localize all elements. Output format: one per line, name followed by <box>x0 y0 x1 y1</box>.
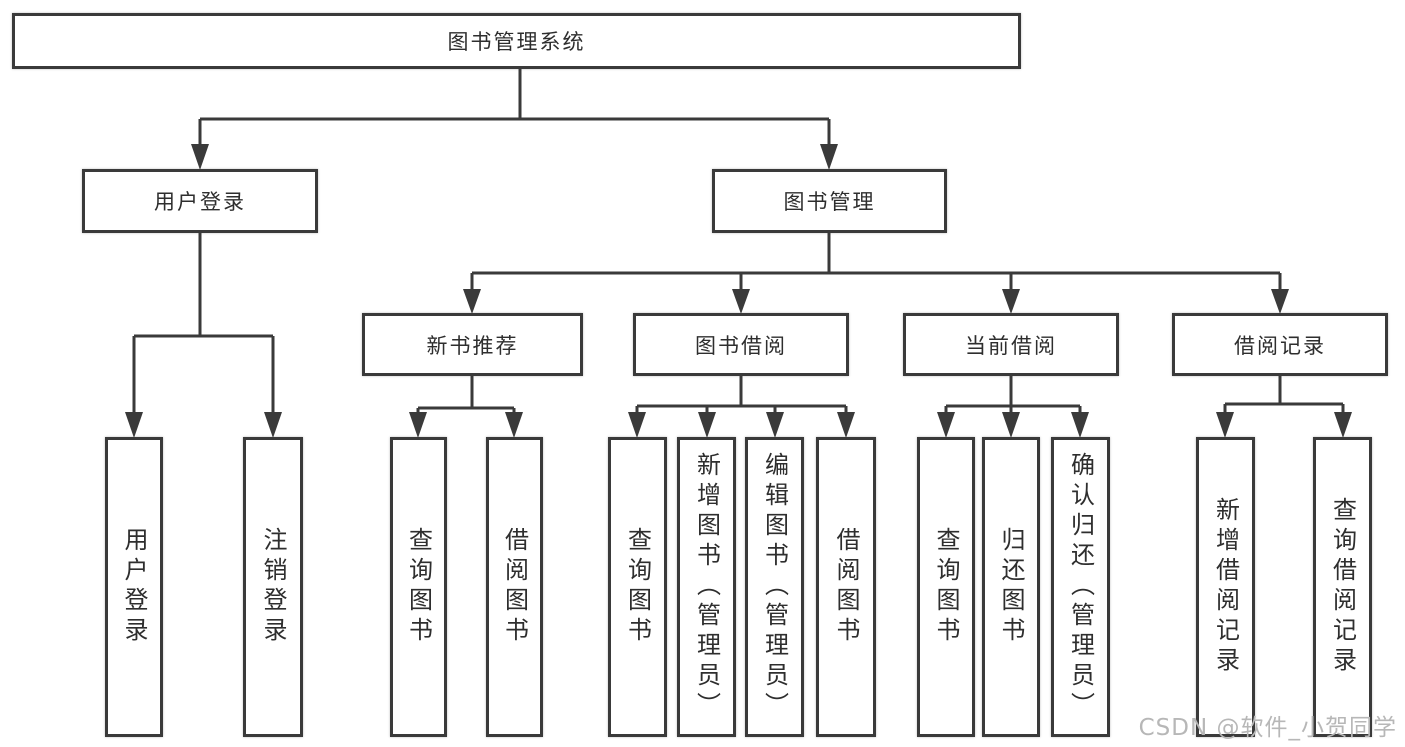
leaf-confirm-return-admin: 确认归还（管理员） <box>1051 437 1110 737</box>
node-library-management-system-label: 图书管理系统 <box>447 30 586 54</box>
leaf-user-login-label: 用户登录 <box>120 527 148 647</box>
node-user-login: 用户登录 <box>82 169 318 233</box>
leaf-borrow-books-recommend-label: 借阅图书 <box>500 527 529 647</box>
connector-current-borrow-children <box>937 375 1089 438</box>
node-new-book-recommend-label: 新书推荐 <box>426 333 519 358</box>
leaf-add-book-admin: 新增图书（管理员） <box>677 437 736 737</box>
node-user-login-label: 用户登录 <box>154 190 246 214</box>
leaf-return-book-label: 归还图书 <box>997 527 1025 647</box>
leaf-user-login: 用户登录 <box>105 437 163 737</box>
leaf-logout: 注销登录 <box>243 437 303 737</box>
node-book-borrow: 图书借阅 <box>633 313 849 376</box>
node-book-management: 图书管理 <box>712 169 947 233</box>
node-borrow-records: 借阅记录 <box>1172 313 1388 376</box>
leaf-query-books-borrow: 查询图书 <box>608 437 667 737</box>
leaf-query-books-recommend-label: 查询图书 <box>404 527 433 647</box>
leaf-edit-book-admin-label: 编辑图书（管理员） <box>760 452 789 722</box>
connector-borrow-records-children <box>1216 375 1352 438</box>
leaf-add-borrow-record: 新增借阅记录 <box>1196 437 1255 737</box>
node-new-book-recommend: 新书推荐 <box>362 313 583 376</box>
leaf-add-borrow-record-label: 新增借阅记录 <box>1211 497 1240 677</box>
connector-new-book-children <box>409 375 523 438</box>
node-book-management-label: 图书管理 <box>783 190 876 214</box>
leaf-edit-book-admin: 编辑图书（管理员） <box>745 437 804 737</box>
node-book-borrow-label: 图书借阅 <box>695 333 787 358</box>
leaf-borrow-books: 借阅图书 <box>816 437 876 737</box>
connector-book-management-children <box>463 232 1289 314</box>
node-library-management-system: 图书管理系统 <box>12 13 1021 69</box>
leaf-borrow-books-recommend: 借阅图书 <box>486 437 543 737</box>
leaf-return-book: 归还图书 <box>982 437 1040 737</box>
leaf-query-books-current-label: 查询图书 <box>932 527 960 647</box>
leaf-add-book-admin-label: 新增图书（管理员） <box>692 452 721 722</box>
leaf-confirm-return-admin-label: 确认归还（管理员） <box>1066 452 1095 722</box>
leaf-borrow-books-label: 借阅图书 <box>832 527 860 647</box>
leaf-query-books-current: 查询图书 <box>917 437 975 737</box>
connector-root-to-level2 <box>191 69 838 170</box>
leaf-query-borrow-record: 查询借阅记录 <box>1313 437 1372 737</box>
connector-book-borrow-children <box>628 375 855 438</box>
node-borrow-records-label: 借阅记录 <box>1234 333 1326 358</box>
connector-user-login-children <box>125 232 282 438</box>
node-current-borrow-label: 当前借阅 <box>965 333 1057 358</box>
csdn-watermark: CSDN @软件_小贺同学 <box>1138 715 1397 741</box>
node-current-borrow: 当前借阅 <box>903 313 1119 376</box>
leaf-logout-label: 注销登录 <box>259 527 287 647</box>
leaf-query-borrow-record-label: 查询借阅记录 <box>1328 497 1357 677</box>
leaf-query-books-borrow-label: 查询图书 <box>623 527 652 647</box>
leaf-query-books-recommend: 查询图书 <box>390 437 447 737</box>
